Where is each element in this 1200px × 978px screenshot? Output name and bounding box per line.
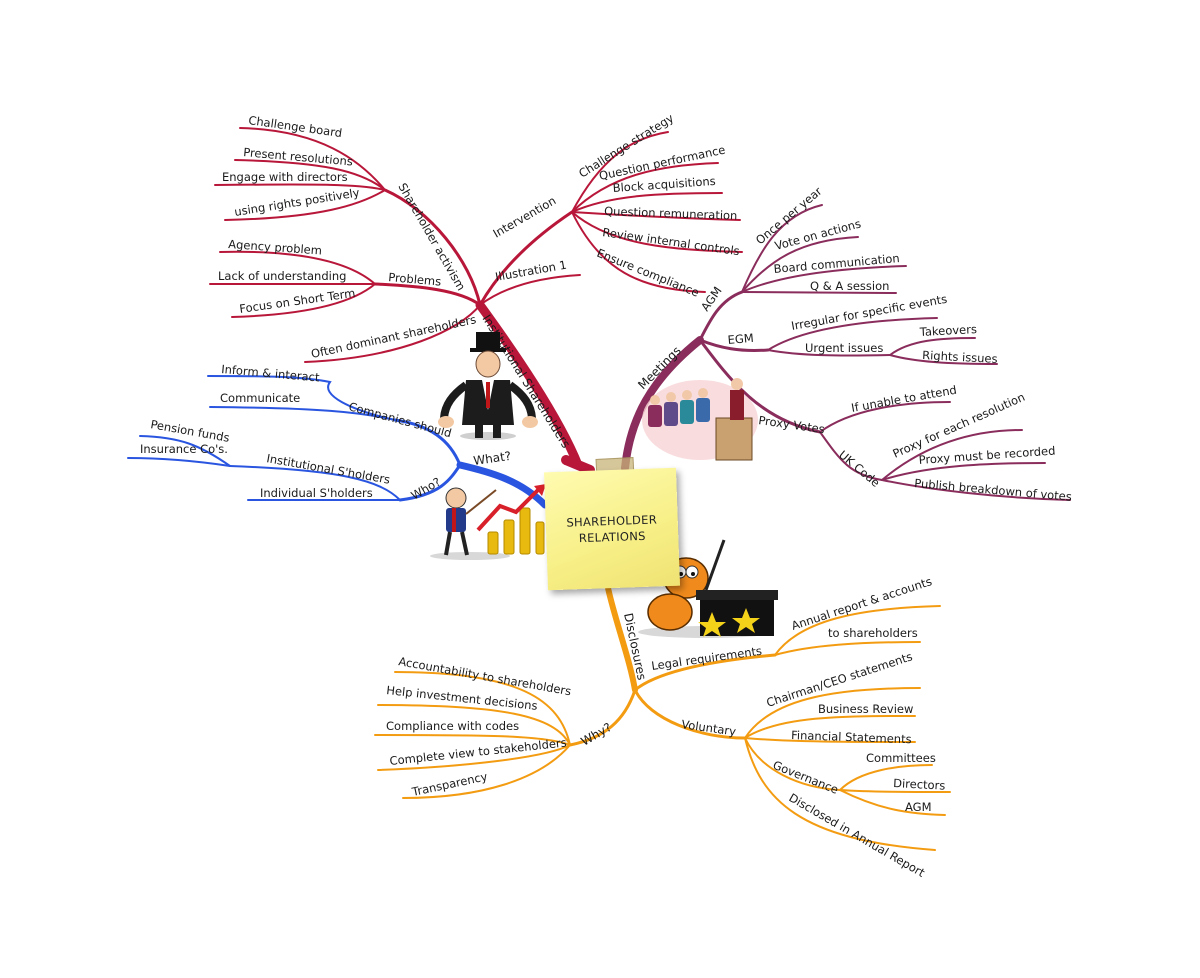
label-what: What?	[472, 449, 511, 468]
link-legal	[633, 653, 777, 692]
why-item: Compliance with codes	[386, 719, 519, 733]
problems-item: Agency problem	[228, 237, 323, 258]
label-urgent-issues: Urgent issues	[805, 341, 883, 355]
governance-item: Committees	[866, 751, 936, 765]
branch-meetings	[621, 204, 1071, 501]
intervention-item: Ensure compliance	[595, 246, 701, 300]
label-companies-should: Companies should	[347, 399, 453, 440]
proxy-unable: If unable to attend	[850, 383, 958, 415]
link-companies	[393, 418, 462, 467]
link-voluntary	[633, 688, 747, 740]
voluntary-item: Business Review	[818, 702, 913, 716]
link-problems	[373, 282, 482, 307]
label-illustration-1: Illustration 1	[494, 258, 568, 284]
legal-item: Annual report & accounts	[790, 574, 934, 633]
activism-item: Present resolutions	[243, 145, 354, 169]
companies-item: Inform & interact	[221, 362, 321, 385]
activism-item: Challenge board	[248, 113, 343, 140]
label-individual-sholders: Individual S'holders	[260, 486, 373, 500]
label-often-dominant: Often dominant shareholders	[310, 312, 478, 361]
agm-item: Q & A session	[810, 279, 889, 293]
urgent-item: Takeovers	[918, 322, 977, 339]
businessman-illustration	[438, 332, 538, 440]
labels-what: What? Companies should Inform & interact…	[140, 362, 512, 503]
intervention-item: Review internal controls	[602, 225, 741, 258]
label-who: Who?	[409, 475, 444, 503]
branch-what	[127, 375, 549, 509]
voluntary-item: Chairman/CEO statements	[765, 649, 915, 710]
link-egm	[698, 338, 770, 352]
link-who	[398, 463, 462, 502]
main-branch-institutional	[475, 300, 583, 470]
central-topic-note: SHAREHOLDER RELATIONS	[543, 467, 681, 591]
link-dominant	[304, 304, 481, 363]
label-governance: Governance	[771, 758, 841, 797]
agm-item: Board communication	[773, 251, 900, 276]
activism-item: using rights positively	[233, 185, 360, 219]
root-red	[561, 455, 595, 475]
presenter-chart-illustration	[430, 484, 546, 560]
label-problems: Problems	[388, 270, 442, 289]
link-agm	[698, 290, 744, 342]
intervention-item: Question remuneration	[604, 204, 738, 223]
ukcode-item: Publish breakdown of votes	[914, 476, 1073, 504]
label-egm: EGM	[727, 331, 754, 347]
governance-item: AGM	[905, 800, 932, 814]
voluntary-item: Financial Statements	[791, 728, 912, 746]
link-intervention	[478, 210, 574, 307]
link-proxy	[698, 338, 822, 434]
institutional-item: Pension funds	[149, 417, 230, 445]
branch-disclosures	[374, 585, 951, 851]
central-topic-title: SHAREHOLDER RELATIONS	[556, 511, 667, 547]
companies-item: Communicate	[220, 391, 300, 405]
main-branch-what	[456, 461, 549, 509]
main-branch-disclosures	[605, 585, 638, 693]
label-agm: AGM	[698, 284, 725, 314]
label-legal-requirements: Legal requirements	[650, 644, 762, 673]
institutional-item: Insurance Co's.	[140, 442, 228, 456]
label-why: Why?	[579, 720, 615, 749]
label-uk-code: UK Code	[836, 448, 883, 490]
urgent-item: Rights issues	[922, 348, 998, 366]
label-proxy-votes: Proxy Votes	[758, 413, 826, 436]
main-branch-meetings	[621, 336, 704, 472]
link-why	[568, 688, 637, 747]
legal-item: to shareholders	[828, 626, 918, 640]
governance-item: Directors	[893, 776, 946, 793]
cat-magic-box-illustration	[638, 539, 778, 638]
problems-item: Lack of understanding	[218, 269, 346, 283]
activism-item: Engage with directors	[222, 170, 348, 184]
link-activism	[383, 188, 482, 307]
link-illustration	[479, 274, 581, 306]
meeting-room-illustration	[642, 378, 758, 461]
label-intervention: Intervention	[491, 193, 559, 240]
branch-institutional-shareholders	[209, 127, 743, 470]
